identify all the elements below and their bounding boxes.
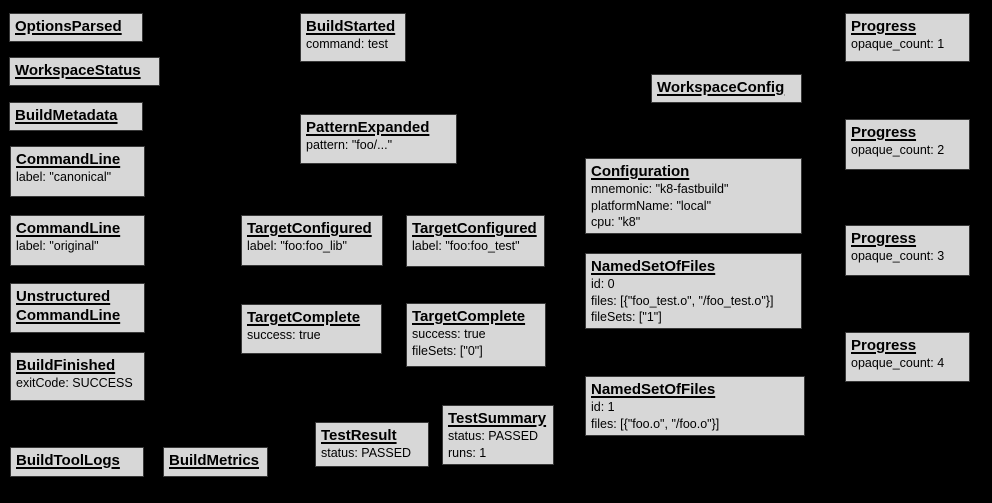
node-title: WorkspaceConfig: [657, 79, 785, 96]
node-attribute: exitCode: SUCCESS: [16, 376, 133, 390]
node-target_configured_test: TargetConfigured label: "foo:foo_test": [406, 215, 545, 267]
node-attribute: label: "canonical": [16, 170, 112, 184]
node-target_complete_test: TargetComplete success: true fileSets: ["…: [406, 303, 546, 367]
node-attribute: cpu: "k8": [591, 215, 641, 229]
node-attribute: opaque_count: 1: [851, 37, 945, 51]
node-attribute: files: [{"foo_test.o", "/foo_test.o"}]: [591, 293, 774, 308]
node-attribute: id: 0: [591, 277, 615, 291]
node-attribute: id: 1: [591, 400, 615, 414]
node-attribute: mnemonic: "k8-fastbuild": [591, 182, 729, 196]
node-attribute: fileSets: ["0"]: [412, 343, 483, 358]
node-attribute: files: [{"foo.o", "/foo.o"}]: [591, 416, 720, 431]
node-attribute: opaque_count: 3: [851, 249, 945, 263]
node-configuration: Configuration mnemonic: "k8-fastbuild" pl…: [585, 158, 802, 234]
node-workspace_config: WorkspaceConfig: [651, 74, 802, 103]
node-attrs: label: "foo:foo_test": [412, 238, 539, 255]
node-title: Progress: [851, 230, 917, 247]
node-progress_2: Progress opaque_count: 2: [845, 119, 970, 170]
node-pattern_expanded: PatternExpanded pattern: "foo/...": [300, 114, 457, 164]
node-build_started: BuildStarted command: test: [300, 13, 406, 62]
node-attrs: status: PASSED: [321, 445, 423, 462]
node-attrs: success: true fileSets: ["0"]: [412, 326, 540, 359]
node-build_finished: BuildFinished exitCode: SUCCESS: [10, 352, 145, 401]
node-attribute: opaque_count: 2: [851, 143, 945, 157]
node-build_metrics: BuildMetrics: [163, 447, 268, 477]
node-attrs: opaque_count: 4: [851, 355, 964, 372]
node-title: TargetComplete: [247, 309, 361, 326]
node-attribute: fileSets: ["1"]: [591, 310, 662, 324]
node-command_line_canonical: CommandLine label: "canonical": [10, 146, 145, 197]
node-build_metadata: BuildMetadata: [9, 102, 143, 131]
node-title: Configuration: [591, 163, 690, 180]
node-options_parsed: OptionsParsed: [9, 13, 143, 42]
node-attrs: status: PASSED runs: 1: [448, 428, 548, 461]
node-attrs: command: test: [306, 36, 400, 53]
node-attribute: runs: 1: [448, 445, 487, 460]
node-title: WorkspaceStatus: [15, 62, 141, 79]
node-attrs: opaque_count: 2: [851, 142, 964, 159]
node-attrs: opaque_count: 1: [851, 36, 964, 53]
node-attribute: opaque_count: 4: [851, 356, 945, 370]
node-progress_4: Progress opaque_count: 4: [845, 332, 970, 382]
node-build_tool_logs: BuildToolLogs: [10, 447, 144, 477]
node-attribute: platformName: "local": [591, 198, 712, 213]
node-title: CommandLine: [16, 220, 121, 237]
node-named_set_of_files_1: NamedSetOfFiles id: 1 files: [{"foo.o", "…: [585, 376, 805, 436]
node-title: Progress: [851, 18, 917, 35]
node-title: Progress: [851, 337, 917, 354]
node-command_line_original: CommandLine label: "original": [10, 215, 145, 266]
node-attrs: exitCode: SUCCESS: [16, 375, 139, 392]
node-title: Progress: [851, 124, 917, 141]
node-attrs: opaque_count: 3: [851, 248, 964, 265]
node-title: NamedSetOfFiles: [591, 381, 716, 398]
node-attrs: label: "foo:foo_lib": [247, 238, 377, 255]
node-attribute: success: true: [412, 327, 486, 341]
node-attribute: command: test: [306, 37, 388, 51]
node-attribute: label: "foo:foo_lib": [247, 239, 347, 253]
node-attribute: label: "foo:foo_test": [412, 239, 520, 253]
node-title: BuildToolLogs: [16, 452, 120, 469]
node-attrs: id: 1 files: [{"foo.o", "/foo.o"}]: [591, 399, 799, 432]
node-title: BuildFinished: [16, 357, 116, 374]
node-attrs: label: "original": [16, 238, 139, 255]
node-title: TargetConfigured: [247, 220, 372, 237]
node-workspace_status: WorkspaceStatus: [9, 57, 160, 86]
node-progress_1: Progress opaque_count: 1: [845, 13, 970, 62]
node-attribute: pattern: "foo/...": [306, 138, 393, 152]
node-attrs: pattern: "foo/...": [306, 137, 451, 154]
node-attribute: status: PASSED: [448, 429, 539, 443]
node-title: BuildMetrics: [169, 452, 260, 469]
node-title: TargetConfigured: [412, 220, 537, 237]
node-attribute: label: "original": [16, 239, 99, 253]
node-attrs: id: 0 files: [{"foo_test.o", "/foo_test.o…: [591, 276, 796, 326]
node-title: TargetComplete: [412, 308, 526, 325]
node-title: CommandLine: [16, 151, 121, 168]
node-attribute: success: true: [247, 328, 321, 342]
node-title: BuildMetadata: [15, 107, 118, 124]
node-title: PatternExpanded: [306, 119, 430, 136]
node-target_complete_lib: TargetComplete success: true: [241, 304, 382, 354]
node-target_configured_lib: TargetConfigured label: "foo:foo_lib": [241, 215, 383, 266]
node-test_result: TestResult status: PASSED: [315, 422, 429, 467]
node-title: TestSummary: [448, 410, 547, 427]
node-named_set_of_files_0: NamedSetOfFiles id: 0 files: [{"foo_test.…: [585, 253, 802, 329]
node-title: TestResult: [321, 427, 397, 444]
node-attribute: status: PASSED: [321, 446, 412, 460]
node-title: BuildStarted: [306, 18, 396, 35]
node-title: OptionsParsed: [15, 18, 122, 35]
node-attrs: mnemonic: "k8-fastbuild" platformName: "l…: [591, 181, 796, 231]
node-progress_3: Progress opaque_count: 3: [845, 225, 970, 276]
node-test_summary: TestSummary status: PASSED runs: 1: [442, 405, 554, 465]
node-attrs: success: true: [247, 327, 376, 344]
node-attrs: label: "canonical": [16, 169, 139, 186]
node-title: NamedSetOfFiles: [591, 258, 716, 275]
